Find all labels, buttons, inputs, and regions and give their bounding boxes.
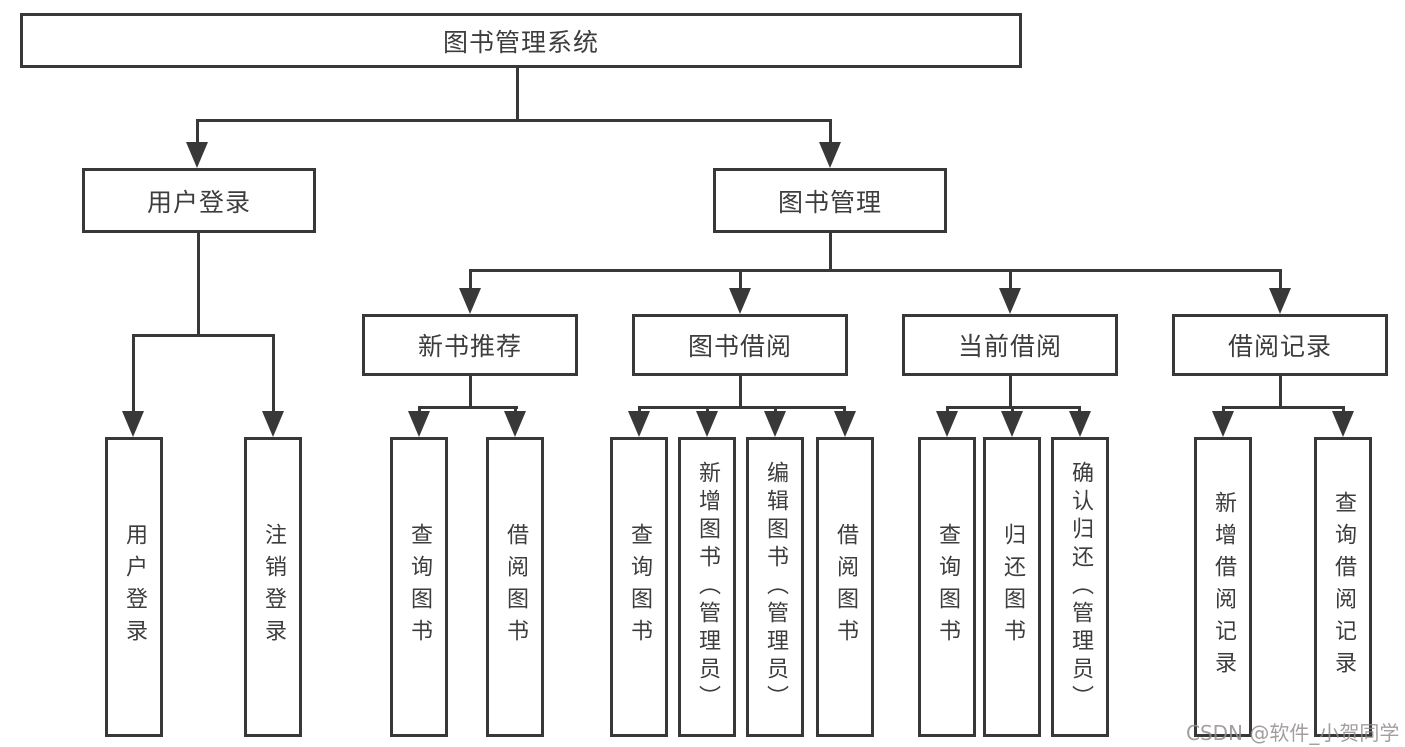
node-new-book-recommend: 新书推荐 [362, 314, 578, 376]
connector-line [843, 406, 846, 415]
connector-line [1279, 374, 1282, 409]
connector-line [1222, 406, 1345, 409]
leaf-query-books-recommend: 查询图书 [390, 437, 448, 737]
leaf-borrow-books: 借阅图书 [816, 437, 874, 737]
arrow-down-icon [1332, 411, 1354, 437]
arrow-down-icon [262, 411, 284, 437]
connector-line [829, 119, 832, 147]
arrow-down-icon [1001, 411, 1023, 437]
arrow-down-icon [936, 411, 958, 437]
connector-line [638, 406, 641, 415]
leaf-add-books-admin: 新增图书（管理员） [678, 437, 736, 737]
connector-line [469, 374, 472, 409]
arrow-down-icon [628, 411, 650, 437]
connector-line [516, 66, 519, 122]
arrow-down-icon [504, 411, 526, 437]
connector-line [132, 334, 135, 414]
arrow-down-icon [819, 142, 841, 168]
node-current-borrow: 当前借阅 [902, 314, 1118, 376]
leaf-logout: 注销登录 [244, 437, 302, 737]
node-book-borrow: 图书借阅 [632, 314, 848, 376]
connector-line [514, 406, 517, 415]
connector-line [469, 269, 1282, 272]
connector-line [1009, 374, 1012, 409]
connector-line [196, 119, 199, 147]
leaf-query-books-borrow: 查询图书 [610, 437, 668, 737]
leaf-query-borrow-record: 查询借阅记录 [1314, 437, 1372, 737]
arrow-down-icon [834, 411, 856, 437]
connector-line [946, 406, 949, 415]
connector-line [272, 334, 275, 414]
arrow-down-icon [764, 411, 786, 437]
watermark: CSDN @软件_小贺同学 [1186, 721, 1400, 745]
connector-line [1078, 406, 1081, 415]
leaf-user-login: 用户登录 [105, 437, 163, 737]
connector-line [829, 231, 832, 272]
connector-line [638, 406, 846, 409]
arrow-down-icon [1212, 411, 1234, 437]
connector-line [1011, 406, 1014, 415]
arrow-down-icon [1269, 288, 1291, 314]
leaf-edit-books-admin: 编辑图书（管理员） [746, 437, 804, 737]
connector-line [418, 406, 421, 415]
node-borrow-records: 借阅记录 [1172, 314, 1388, 376]
arrow-down-icon [999, 288, 1021, 314]
connector-line [469, 269, 472, 293]
node-library-system: 图书管理系统 [20, 13, 1022, 68]
arrow-down-icon [459, 288, 481, 314]
leaf-borrow-books-recommend: 借阅图书 [486, 437, 544, 737]
connector-line [1342, 406, 1345, 415]
connector-line [197, 231, 200, 337]
arrow-down-icon [1069, 411, 1091, 437]
connector-line [132, 334, 275, 337]
arrow-down-icon [696, 411, 718, 437]
connector-line [706, 406, 709, 415]
node-book-management: 图书管理 [713, 168, 947, 233]
arrow-down-icon [729, 288, 751, 314]
connector-line [739, 269, 742, 293]
connector-line [774, 406, 777, 415]
connector-line [1009, 269, 1012, 293]
leaf-query-books-current: 查询图书 [918, 437, 976, 737]
node-user-login: 用户登录 [82, 168, 316, 233]
leaf-add-borrow-record: 新增借阅记录 [1194, 437, 1252, 737]
arrow-down-icon [186, 142, 208, 168]
leaf-confirm-return-admin: 确认归还（管理员） [1051, 437, 1109, 737]
leaf-return-books: 归还图书 [983, 437, 1041, 737]
arrow-down-icon [122, 411, 144, 437]
connector-line [1279, 269, 1282, 293]
connector-line [196, 119, 832, 122]
connector-line [1222, 406, 1225, 415]
connector-line [739, 374, 742, 409]
connector-line [418, 406, 518, 409]
arrow-down-icon [408, 411, 430, 437]
